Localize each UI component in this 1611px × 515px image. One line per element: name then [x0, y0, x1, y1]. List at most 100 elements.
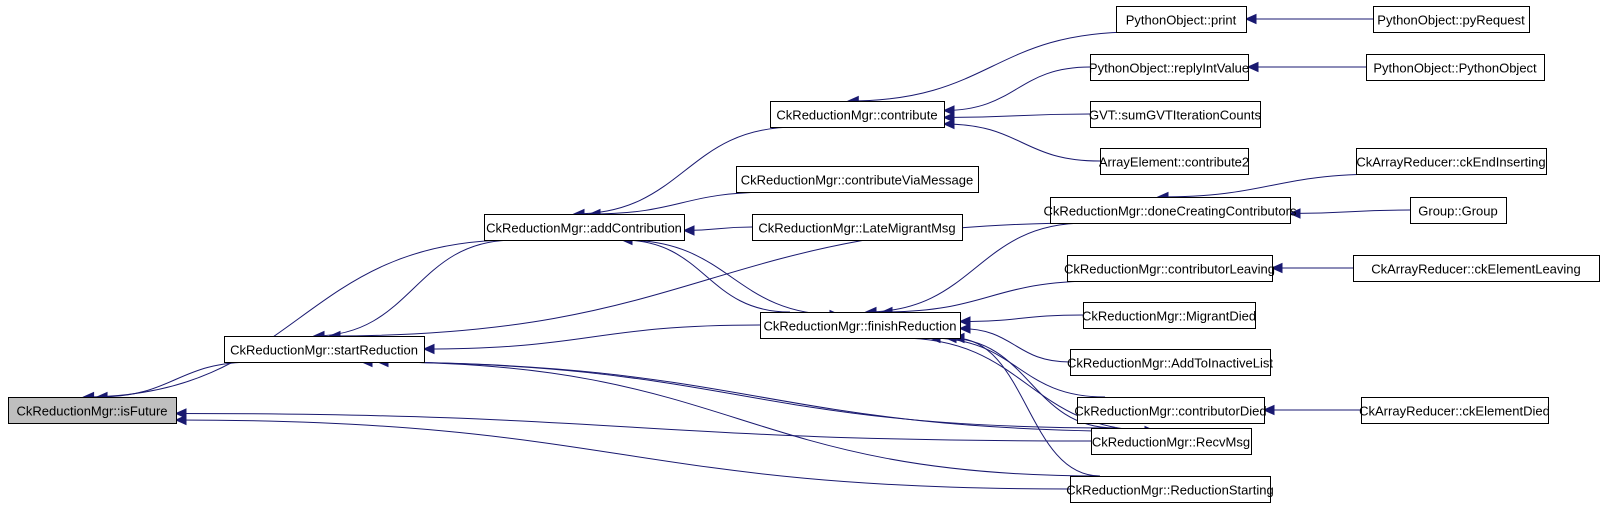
node-recv-msg[interactable]: CkReductionMgr::RecvMsg — [1091, 428, 1252, 455]
node-label: CkReductionMgr::ReductionStarting — [1066, 483, 1273, 498]
edge-line — [377, 361, 1101, 477]
node-label: CkReductionMgr::finishReduction — [764, 319, 957, 334]
edge-line — [899, 337, 1156, 432]
edge-line — [175, 413, 1092, 442]
node-label: Group::Group — [1418, 204, 1498, 219]
arrowhead-icon — [174, 408, 187, 419]
node-contribute-via-message[interactable]: CkReductionMgr::contributeViaMessage — [736, 166, 979, 193]
node-label: CkArrayReducer::ckElementDied — [1359, 404, 1550, 419]
edge-line — [848, 31, 1136, 102]
arrowhead-icon — [682, 225, 695, 236]
node-sum-gvt[interactable]: GVT::sumGVTIterationCounts — [1089, 101, 1261, 128]
arrowhead-icon — [942, 118, 955, 130]
node-contribute2[interactable]: ArrayElement::contribute2 — [1099, 148, 1249, 175]
node-box — [770, 101, 945, 128]
node-box — [1070, 476, 1271, 503]
edge-line — [83, 239, 515, 398]
node-box — [1100, 148, 1249, 175]
node-label: CkReductionMgr::LateMigrantMsg — [758, 221, 955, 236]
edge-line — [589, 191, 773, 215]
node-label: CkReductionMgr::isFuture — [17, 404, 168, 419]
edge-line — [959, 314, 1084, 322]
arrowhead-icon — [422, 343, 435, 355]
node-label: PythonObject::print — [1126, 13, 1237, 28]
arrowhead-icon — [1244, 13, 1257, 25]
edge-addtoinactivelist-to-finishreduction — [958, 323, 1071, 363]
node-label: CkArrayReducer::ckElementLeaving — [1371, 262, 1581, 277]
node-label: ArrayElement::contribute2 — [1099, 155, 1249, 170]
node-box — [1091, 428, 1252, 455]
arrowhead-icon — [958, 316, 971, 327]
node-reply-int-value[interactable]: PythonObject::replyIntValue — [1089, 54, 1249, 81]
node-label: CkReductionMgr::addContribution — [486, 221, 682, 236]
node-box — [1353, 255, 1600, 282]
edge-finishreduction-to-startreduction — [422, 324, 761, 355]
edge-addcontribution-to-startreduction — [312, 239, 515, 342]
edges-layer — [82, 13, 1411, 490]
node-box — [224, 336, 425, 363]
node-print[interactable]: PythonObject::print — [1116, 6, 1247, 33]
edge-pythonobject-to-replyintvalue — [1246, 61, 1366, 73]
arrowhead-icon — [1270, 262, 1283, 274]
node-is-future[interactable]: CkReductionMgr::isFuture — [8, 397, 177, 424]
node-finish-reduction[interactable]: CkReductionMgr::finishReduction — [760, 312, 961, 339]
node-reduction-starting[interactable]: CkReductionMgr::ReductionStarting — [1066, 476, 1274, 503]
node-ck-element-died[interactable]: CkArrayReducer::ckElementDied — [1359, 397, 1550, 424]
node-box — [1373, 6, 1530, 33]
edge-group-to-donecreating — [1288, 208, 1411, 219]
edge-line — [423, 324, 761, 350]
node-box — [752, 214, 963, 241]
node-py-request[interactable]: PythonObject::pyRequest — [1373, 6, 1530, 33]
edge-contribute2-to-contribute — [942, 118, 1101, 162]
node-box — [1067, 255, 1273, 282]
node-start-reduction[interactable]: CkReductionMgr::startReduction — [224, 336, 425, 363]
node-box — [484, 214, 685, 241]
edge-addcontribution-to-isfuture — [82, 239, 515, 403]
node-late-migrant-msg[interactable]: CkReductionMgr::LateMigrantMsg — [752, 214, 963, 241]
node-label: CkReductionMgr::AddToInactiveList — [1067, 356, 1273, 371]
node-contributor-leaving[interactable]: CkReductionMgr::contributorLeaving — [1064, 255, 1275, 282]
arrowhead-icon — [1262, 404, 1275, 416]
node-box — [1050, 197, 1291, 224]
edge-line — [363, 361, 1156, 432]
edge-line — [361, 361, 1116, 429]
node-box — [1077, 397, 1265, 424]
node-label: CkReductionMgr::contribute — [776, 108, 937, 123]
edge-latemigrantmsg-to-addcontribution — [682, 225, 753, 236]
node-contribute[interactable]: CkReductionMgr::contribute — [770, 101, 945, 128]
node-label: CkReductionMgr::doneCreatingContributors — [1044, 204, 1297, 219]
edge-sumgvt-to-contribute — [942, 112, 1091, 123]
edge-line — [313, 239, 515, 337]
edge-line — [865, 222, 1087, 313]
edge-line — [959, 328, 1071, 363]
edge-line — [943, 113, 1091, 118]
node-label: CkReductionMgr::startReduction — [230, 343, 418, 358]
edge-pyrequest-to-print — [1244, 13, 1373, 25]
node-ck-end-inserting[interactable]: CkArrayReducer::ckEndInserting — [1356, 148, 1547, 175]
node-add-to-inactive-list[interactable]: CkReductionMgr::AddToInactiveList — [1067, 349, 1273, 376]
node-python-object[interactable]: PythonObject::PythonObject — [1366, 54, 1545, 81]
arrowhead-icon — [174, 414, 187, 426]
node-label: CkReductionMgr::contributorLeaving — [1064, 262, 1275, 277]
node-label: CkReductionMgr::MigrantDied — [1082, 309, 1256, 324]
edge-line — [97, 361, 255, 398]
edge-line — [623, 239, 841, 316]
node-box — [1083, 302, 1256, 329]
edge-line — [573, 126, 797, 215]
node-ck-element-leaving[interactable]: CkArrayReducer::ckElementLeaving — [1353, 255, 1600, 282]
node-label: PythonObject::PythonObject — [1373, 61, 1537, 76]
arrowhead-icon — [1288, 208, 1301, 219]
node-contributor-died[interactable]: CkReductionMgr::contributorDied — [1074, 397, 1267, 424]
node-group[interactable]: Group::Group — [1410, 197, 1507, 224]
node-add-contribution[interactable]: CkReductionMgr::addContribution — [484, 214, 685, 241]
node-box — [1070, 349, 1271, 376]
edge-migrantdied-to-finishreduction — [958, 314, 1084, 327]
node-label: CkReductionMgr::contributorDied — [1074, 404, 1266, 419]
node-migrant-died[interactable]: CkReductionMgr::MigrantDied — [1082, 302, 1256, 329]
edge-line — [1289, 209, 1411, 214]
edge-line — [953, 337, 1101, 477]
edge-replyintvalue-to-contribute — [942, 66, 1091, 116]
node-done-creating[interactable]: CkReductionMgr::doneCreatingContributors — [1044, 197, 1297, 224]
node-box — [1090, 101, 1261, 128]
